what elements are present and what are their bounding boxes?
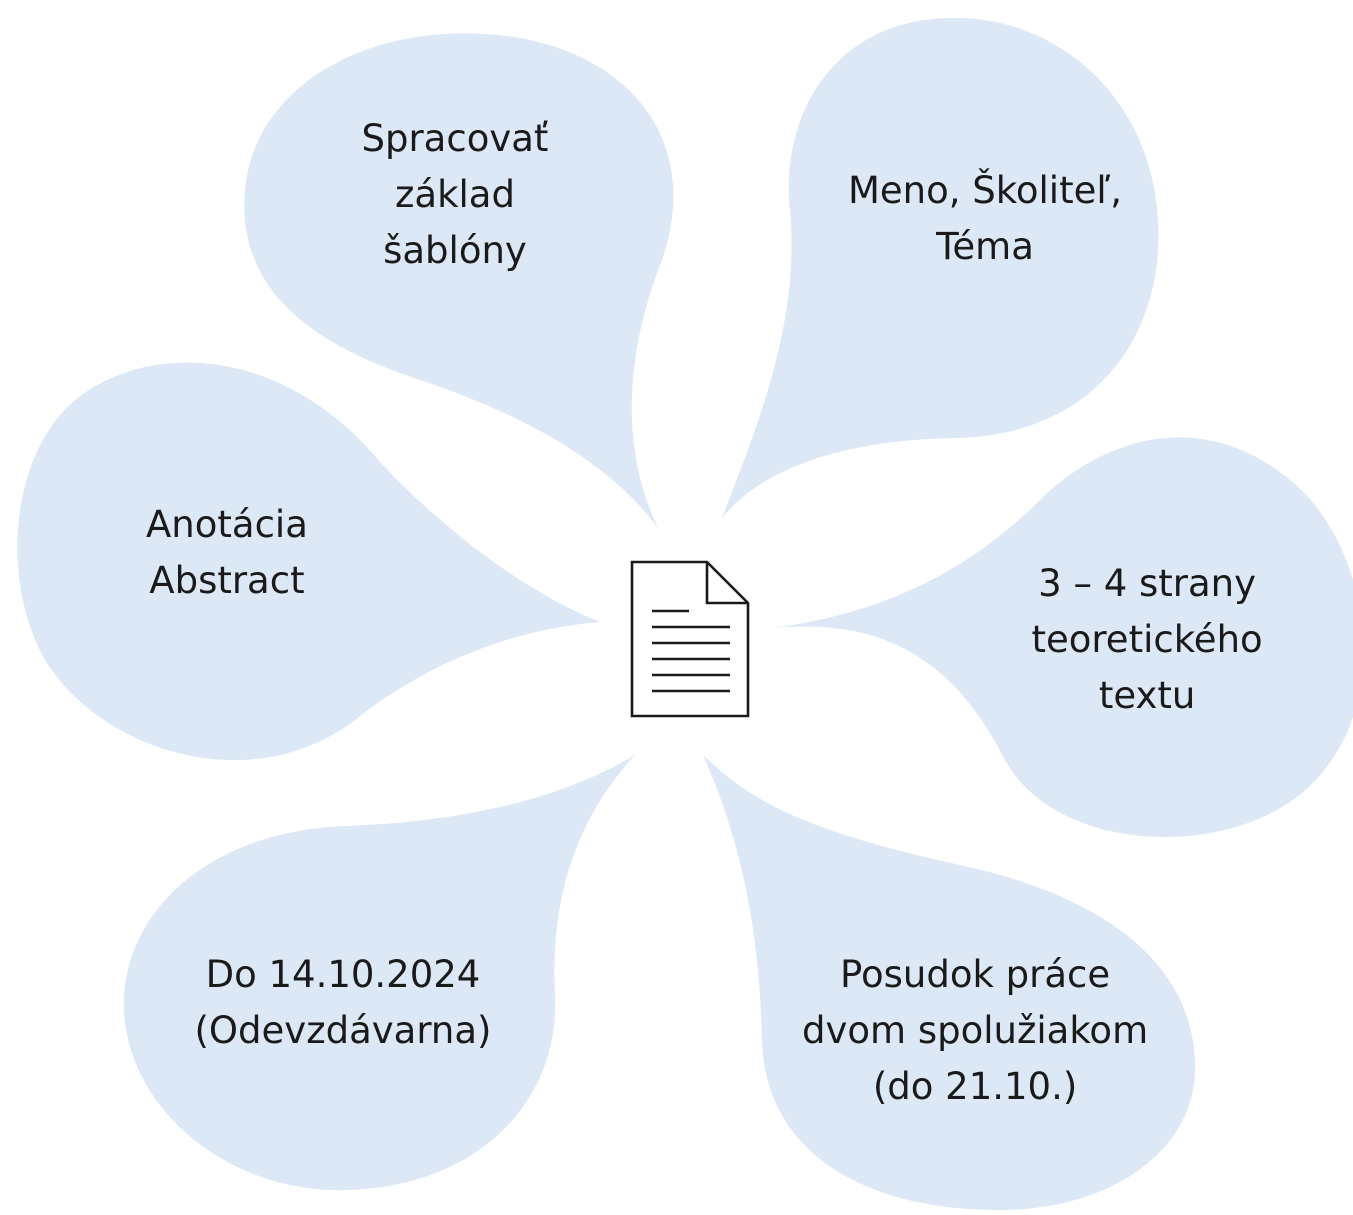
petal-label-name: Meno, Školiteľ, Téma	[848, 163, 1122, 275]
petal-label-line: (do 21.10.)	[872, 1065, 1078, 1108]
petal-name	[722, 17, 1159, 518]
petal-label-line: teoretického	[1031, 618, 1263, 661]
petal-label-line: Meno, Školiteľ,	[848, 169, 1122, 212]
petal-label-line: 3 – 4 strany	[1038, 562, 1257, 605]
petal-label-line: textu	[1098, 674, 1196, 717]
petal-label-deadline: Do 14.10.2024 (Odevzdávarna)	[195, 947, 492, 1059]
petal-deadline	[123, 755, 636, 1191]
petal-review	[703, 755, 1196, 1210]
petal-label-line: základ	[394, 173, 515, 216]
document-icon	[630, 560, 750, 718]
petal-label-template: Spracovať základ šablóny	[362, 111, 549, 279]
petal-template	[244, 33, 674, 529]
petal-pages	[772, 437, 1353, 837]
petal-label-line: Do 14.10.2024	[205, 953, 481, 996]
petal-label-pages: 3 – 4 strany teoretického textu	[1032, 556, 1263, 724]
petal-label-line: dvom spolužiakom	[802, 1009, 1149, 1052]
petal-abstract	[17, 362, 601, 761]
petal-label-line: Spracovať	[361, 117, 549, 160]
petal-label-line: Posudok práce	[839, 953, 1111, 996]
petal-label-line: Anotácia	[146, 503, 308, 546]
petal-label-review: Posudok práce dvom spolužiakom (do 21.10.)	[802, 947, 1148, 1115]
petal-label-line: Téma	[936, 225, 1034, 268]
petal-label-line: (Odevzdávarna)	[194, 1009, 492, 1052]
petal-label-line: Abstract	[149, 559, 305, 602]
petal-label-line: šablóny	[383, 229, 527, 272]
